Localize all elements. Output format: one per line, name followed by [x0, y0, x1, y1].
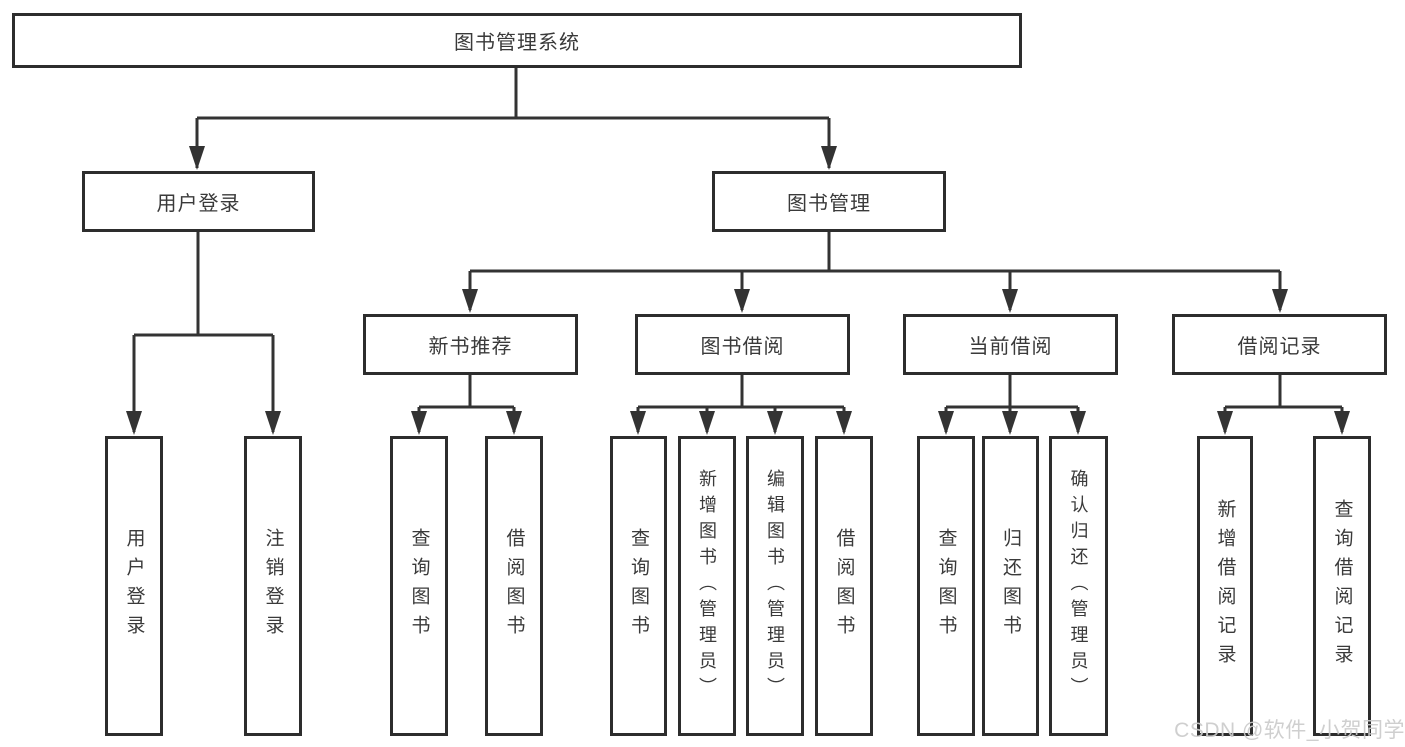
node-new-book-recommend: 新书推荐 — [363, 314, 578, 375]
leaf-label: 借阅图书 — [833, 528, 855, 644]
leaf-query-books-borrow: 查询图书 — [610, 436, 667, 736]
node-current-borrow: 当前借阅 — [903, 314, 1118, 375]
tree-edges — [132, 68, 1344, 432]
node-book-management: 图书管理 — [712, 171, 946, 232]
leaf-label: 确认归还（管理员） — [1068, 469, 1089, 703]
leaf-return-books: 归还图书 — [982, 436, 1039, 736]
leaf-label: 查询图书 — [935, 528, 957, 644]
leaf-borrow-books: 借阅图书 — [815, 436, 873, 736]
leaf-label: 新增图书（管理员） — [697, 469, 717, 703]
arrowheads — [126, 146, 1350, 435]
leaf-add-borrow-record: 新增借阅记录 — [1197, 436, 1253, 736]
leaf-label: 查询借阅记录 — [1331, 499, 1353, 673]
csdn-watermark: CSDN @软件_小贺同学 — [1174, 719, 1405, 742]
leaf-label: 注销登录 — [262, 528, 284, 644]
leaf-label: 归还图书 — [1000, 528, 1021, 644]
leaf-label: 编辑图书（管理员） — [765, 469, 785, 703]
node-user-login: 用户登录 — [82, 171, 315, 232]
leaf-label: 借阅图书 — [503, 528, 525, 644]
leaf-user-login: 用户登录 — [105, 436, 163, 736]
leaf-add-books-admin: 新增图书（管理员） — [678, 436, 736, 736]
leaf-label: 查询图书 — [628, 528, 649, 644]
node-book-borrow: 图书借阅 — [635, 314, 850, 375]
leaf-query-borrow-record: 查询借阅记录 — [1313, 436, 1371, 736]
leaf-edit-books-admin: 编辑图书（管理员） — [746, 436, 804, 736]
leaf-label: 新增借阅记录 — [1214, 499, 1236, 673]
leaf-query-books-recommend: 查询图书 — [390, 436, 448, 736]
leaf-borrow-books-recommend: 借阅图书 — [485, 436, 543, 736]
leaf-label: 用户登录 — [123, 528, 145, 644]
node-borrow-records: 借阅记录 — [1172, 314, 1387, 375]
leaf-logout: 注销登录 — [244, 436, 302, 736]
node-library-management-system: 图书管理系统 — [12, 13, 1022, 68]
leaf-label: 查询图书 — [408, 528, 430, 644]
leaf-query-books-current: 查询图书 — [917, 436, 975, 736]
leaf-confirm-return-admin: 确认归还（管理员） — [1049, 436, 1108, 736]
